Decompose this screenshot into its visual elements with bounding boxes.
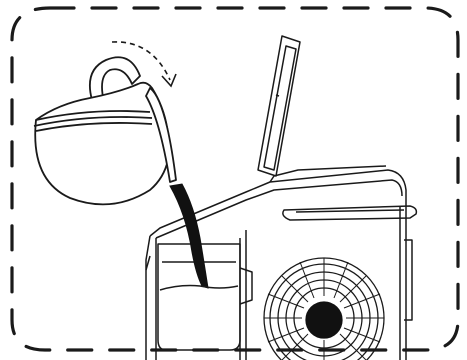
water-pitcher-icon bbox=[34, 57, 176, 204]
fan-grille-icon bbox=[264, 258, 384, 360]
water-level bbox=[160, 286, 238, 291]
lid-icon bbox=[258, 36, 300, 176]
water-stream bbox=[170, 184, 208, 288]
